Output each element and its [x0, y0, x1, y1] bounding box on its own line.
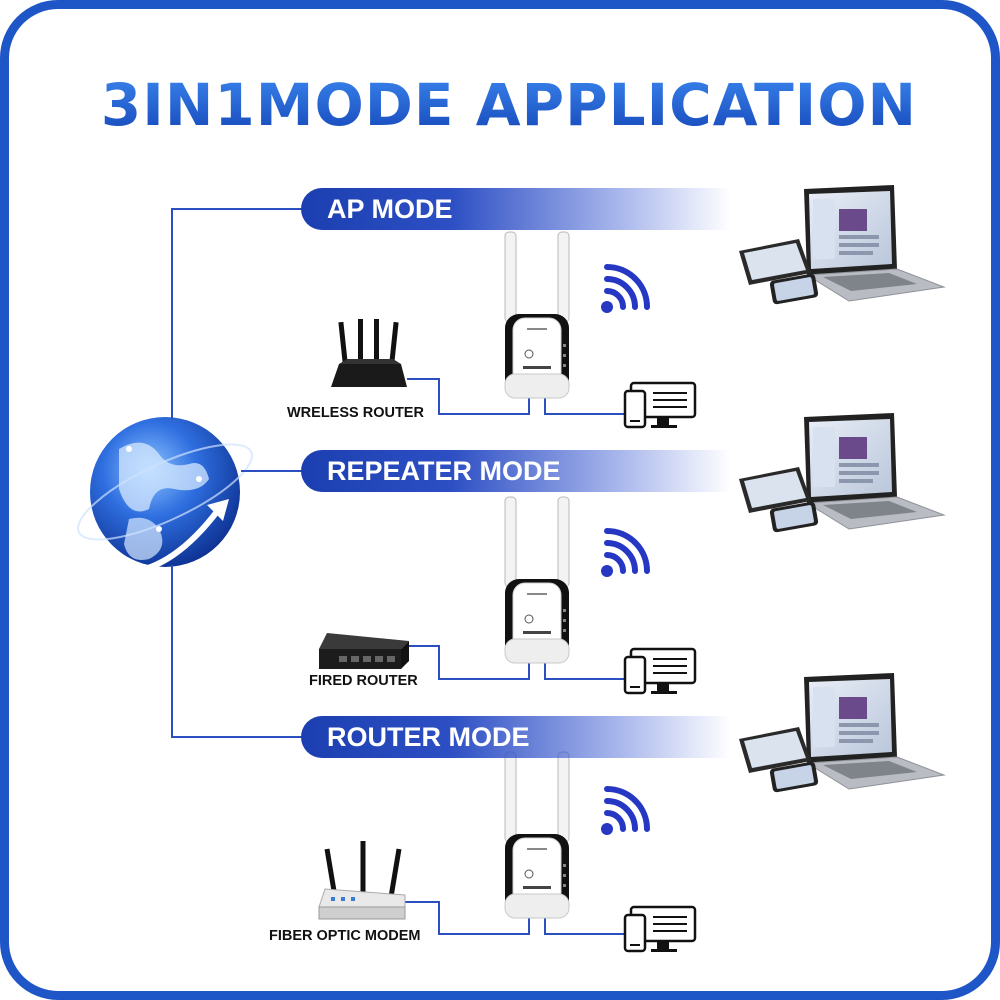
- page-title: 3IN1MODE APPLICATION: [9, 71, 991, 139]
- wifi-signal-icon: [601, 267, 647, 313]
- mode-label-repeater: REPEATER MODE: [327, 456, 561, 486]
- desktop-phone-icon: [623, 381, 697, 430]
- diagram-art: [77, 184, 945, 954]
- fired-router-label: FIRED ROUTER: [309, 673, 418, 689]
- fired-router-image: [319, 633, 409, 669]
- repeater-device-router: [504, 751, 570, 919]
- desktop-phone-icon: [623, 905, 697, 954]
- mode-label-ap: AP MODE: [327, 194, 453, 224]
- laptop-icon: [738, 412, 945, 534]
- device-wiring: [401, 378, 629, 935]
- mode-label-router: ROUTER MODE: [327, 722, 530, 752]
- mode-connector-lines: [171, 208, 302, 738]
- repeater-device-ap: [504, 231, 570, 399]
- mode-band-router: [301, 716, 731, 758]
- wifi-signal-icon: [601, 789, 647, 835]
- globe-icon: [77, 417, 253, 576]
- desktop-phone-icon: [623, 647, 697, 696]
- laptop-icon: [738, 672, 945, 794]
- wifi-signal-icon: [601, 531, 647, 577]
- laptop-icon: [738, 184, 945, 306]
- mode-band-repeater: [301, 450, 731, 492]
- fiber-modem-image: [318, 841, 406, 920]
- repeater-device-repeater: [504, 496, 570, 664]
- mode-band-ap: [301, 188, 731, 230]
- wireless-router-image: [331, 319, 407, 387]
- wireless-router-label: WRELESS ROUTER: [287, 405, 424, 421]
- fiber-modem-label: FIBER OPTIC MODEM: [269, 928, 421, 944]
